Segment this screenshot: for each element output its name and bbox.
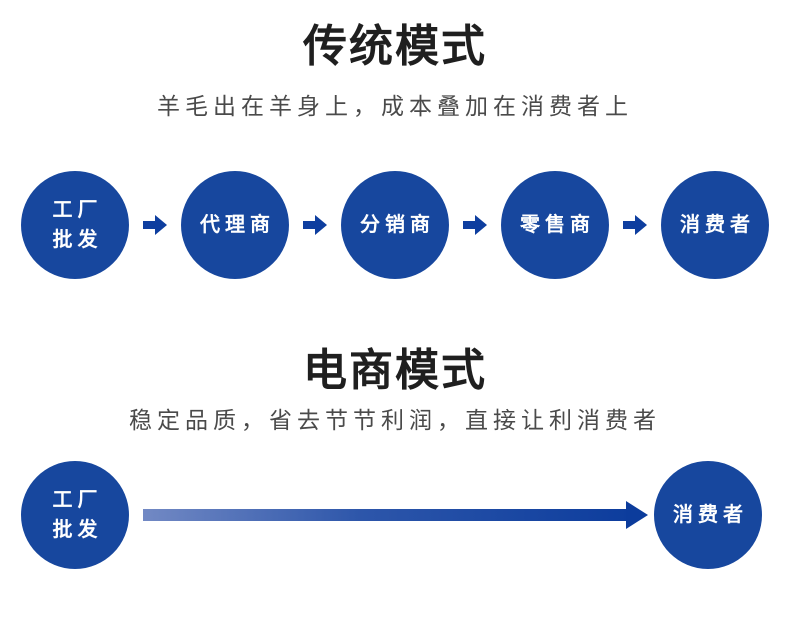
traditional-flow: 工厂 批发 代理商 分销商 零售商 消费者 <box>21 171 769 279</box>
node-label-line: 批发 <box>52 229 103 251</box>
node-distributor: 分销商 <box>341 171 449 279</box>
node-label-line: 工厂 <box>52 489 103 511</box>
traditional-section-title: 传统模式 <box>303 22 487 71</box>
node-label: 零售商 <box>520 214 595 236</box>
arrow-right-icon <box>463 215 487 235</box>
node-label-line: 批发 <box>52 519 103 541</box>
node-label: 分销商 <box>360 214 435 236</box>
arrow-right-icon <box>303 215 327 235</box>
node-label: 消费者 <box>680 214 755 236</box>
ecommerce-section-subtitle: 稳定品质，省去节节利润，直接让利消费者 <box>129 407 661 433</box>
node-factory-wholesale: 工厂 批发 <box>21 461 129 569</box>
arrow-right-icon <box>143 215 167 235</box>
node-label: 代理商 <box>200 214 275 236</box>
node-retailer: 零售商 <box>501 171 609 279</box>
long-arrow-right-icon <box>143 509 627 521</box>
node-agent: 代理商 <box>181 171 289 279</box>
node-label-line: 工厂 <box>52 199 103 221</box>
long-arrow-head-icon <box>626 501 648 529</box>
arrow-right-icon <box>623 215 647 235</box>
node-consumer: 消费者 <box>661 171 769 279</box>
ecommerce-flow: 工厂 批发 消费者 <box>0 461 790 569</box>
node-consumer: 消费者 <box>654 461 762 569</box>
node-label: 消费者 <box>673 504 748 526</box>
traditional-section-subtitle: 羊毛出在羊身上，成本叠加在消费者上 <box>157 93 633 119</box>
node-factory-wholesale: 工厂 批发 <box>21 171 129 279</box>
ecommerce-section-title: 电商模式 <box>303 346 487 395</box>
